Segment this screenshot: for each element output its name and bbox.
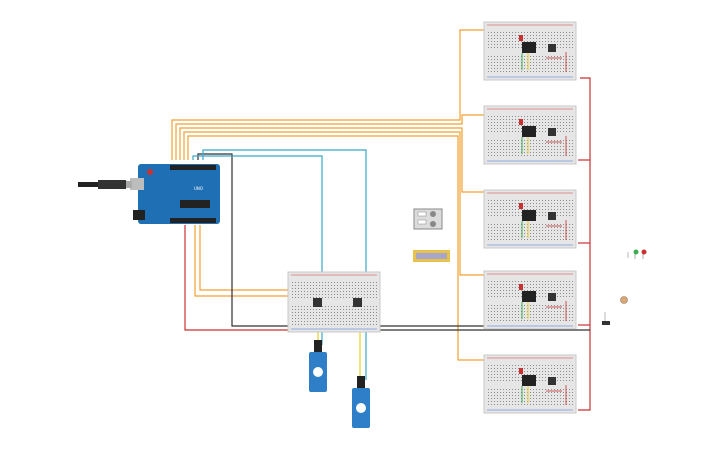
power-supply[interactable] <box>413 208 443 230</box>
potentiometer-icon <box>620 296 628 304</box>
usb-cable[interactable] <box>78 180 132 189</box>
push-button-icon[interactable] <box>548 212 556 220</box>
arduino-header-bottom <box>170 218 216 223</box>
servo-1[interactable] <box>309 340 327 392</box>
wire-orange-1[interactable] <box>171 29 490 160</box>
wire-orange-5[interactable] <box>187 135 490 361</box>
transistor[interactable] <box>602 312 610 325</box>
push-button-icon[interactable] <box>548 377 556 385</box>
relay-icon <box>522 375 536 386</box>
wire-orange-4[interactable] <box>183 131 490 276</box>
transistor-icon <box>602 321 610 325</box>
module-4[interactable] <box>483 270 577 330</box>
module-5[interactable] <box>483 354 577 414</box>
wire-red-power[interactable] <box>184 225 290 331</box>
lcd-display[interactable] <box>413 250 450 262</box>
arduino-power-jack <box>133 210 145 220</box>
wire-cyan-2[interactable] <box>202 149 367 380</box>
loose-leds[interactable] <box>627 249 647 260</box>
relay-icon <box>522 126 536 137</box>
potentiometer[interactable] <box>620 296 628 304</box>
module-2[interactable] <box>483 105 577 165</box>
push-button-icon[interactable] <box>548 44 556 52</box>
breadboard-holes <box>487 108 573 162</box>
led-icon <box>519 368 523 374</box>
led-icon <box>519 203 523 209</box>
wire-orange-3[interactable] <box>179 127 490 193</box>
breadboard-holes <box>291 274 377 330</box>
breadboard[interactable] <box>287 271 381 333</box>
arduino-chip <box>180 200 210 208</box>
module-breadboards <box>483 21 577 414</box>
push-button-icon[interactable] <box>548 128 556 136</box>
breadboard-holes <box>487 24 573 78</box>
servo-2[interactable] <box>352 376 370 428</box>
push-button-icon[interactable] <box>548 293 556 301</box>
led-icon <box>627 249 647 259</box>
module-3[interactable] <box>483 189 577 249</box>
led-icon <box>519 119 523 125</box>
arduino-brand: UNO <box>194 186 203 191</box>
wire-orange-7[interactable] <box>199 225 300 291</box>
wire-cyan-1[interactable] <box>192 155 323 345</box>
relay-icon <box>522 210 536 221</box>
wire-orange-6[interactable] <box>194 225 300 297</box>
breadboard-holes <box>487 192 573 246</box>
usb-cable-icon <box>98 180 126 189</box>
module-1[interactable] <box>483 21 577 81</box>
wire-orange-2[interactable] <box>175 114 490 160</box>
wire-red-bus[interactable] <box>578 77 591 411</box>
arduino-board-icon <box>138 164 220 224</box>
led-icon <box>519 35 523 41</box>
arduino-board[interactable]: UNO <box>130 164 220 224</box>
relay-icon <box>522 42 536 53</box>
push-button-icon[interactable] <box>313 298 362 307</box>
arduino-reset <box>147 169 153 175</box>
breadboard-holes <box>487 273 573 327</box>
led-icon <box>519 284 523 290</box>
arduino-header-top <box>170 165 216 170</box>
relay-icon <box>522 291 536 302</box>
arduino-usb-port <box>130 178 144 190</box>
